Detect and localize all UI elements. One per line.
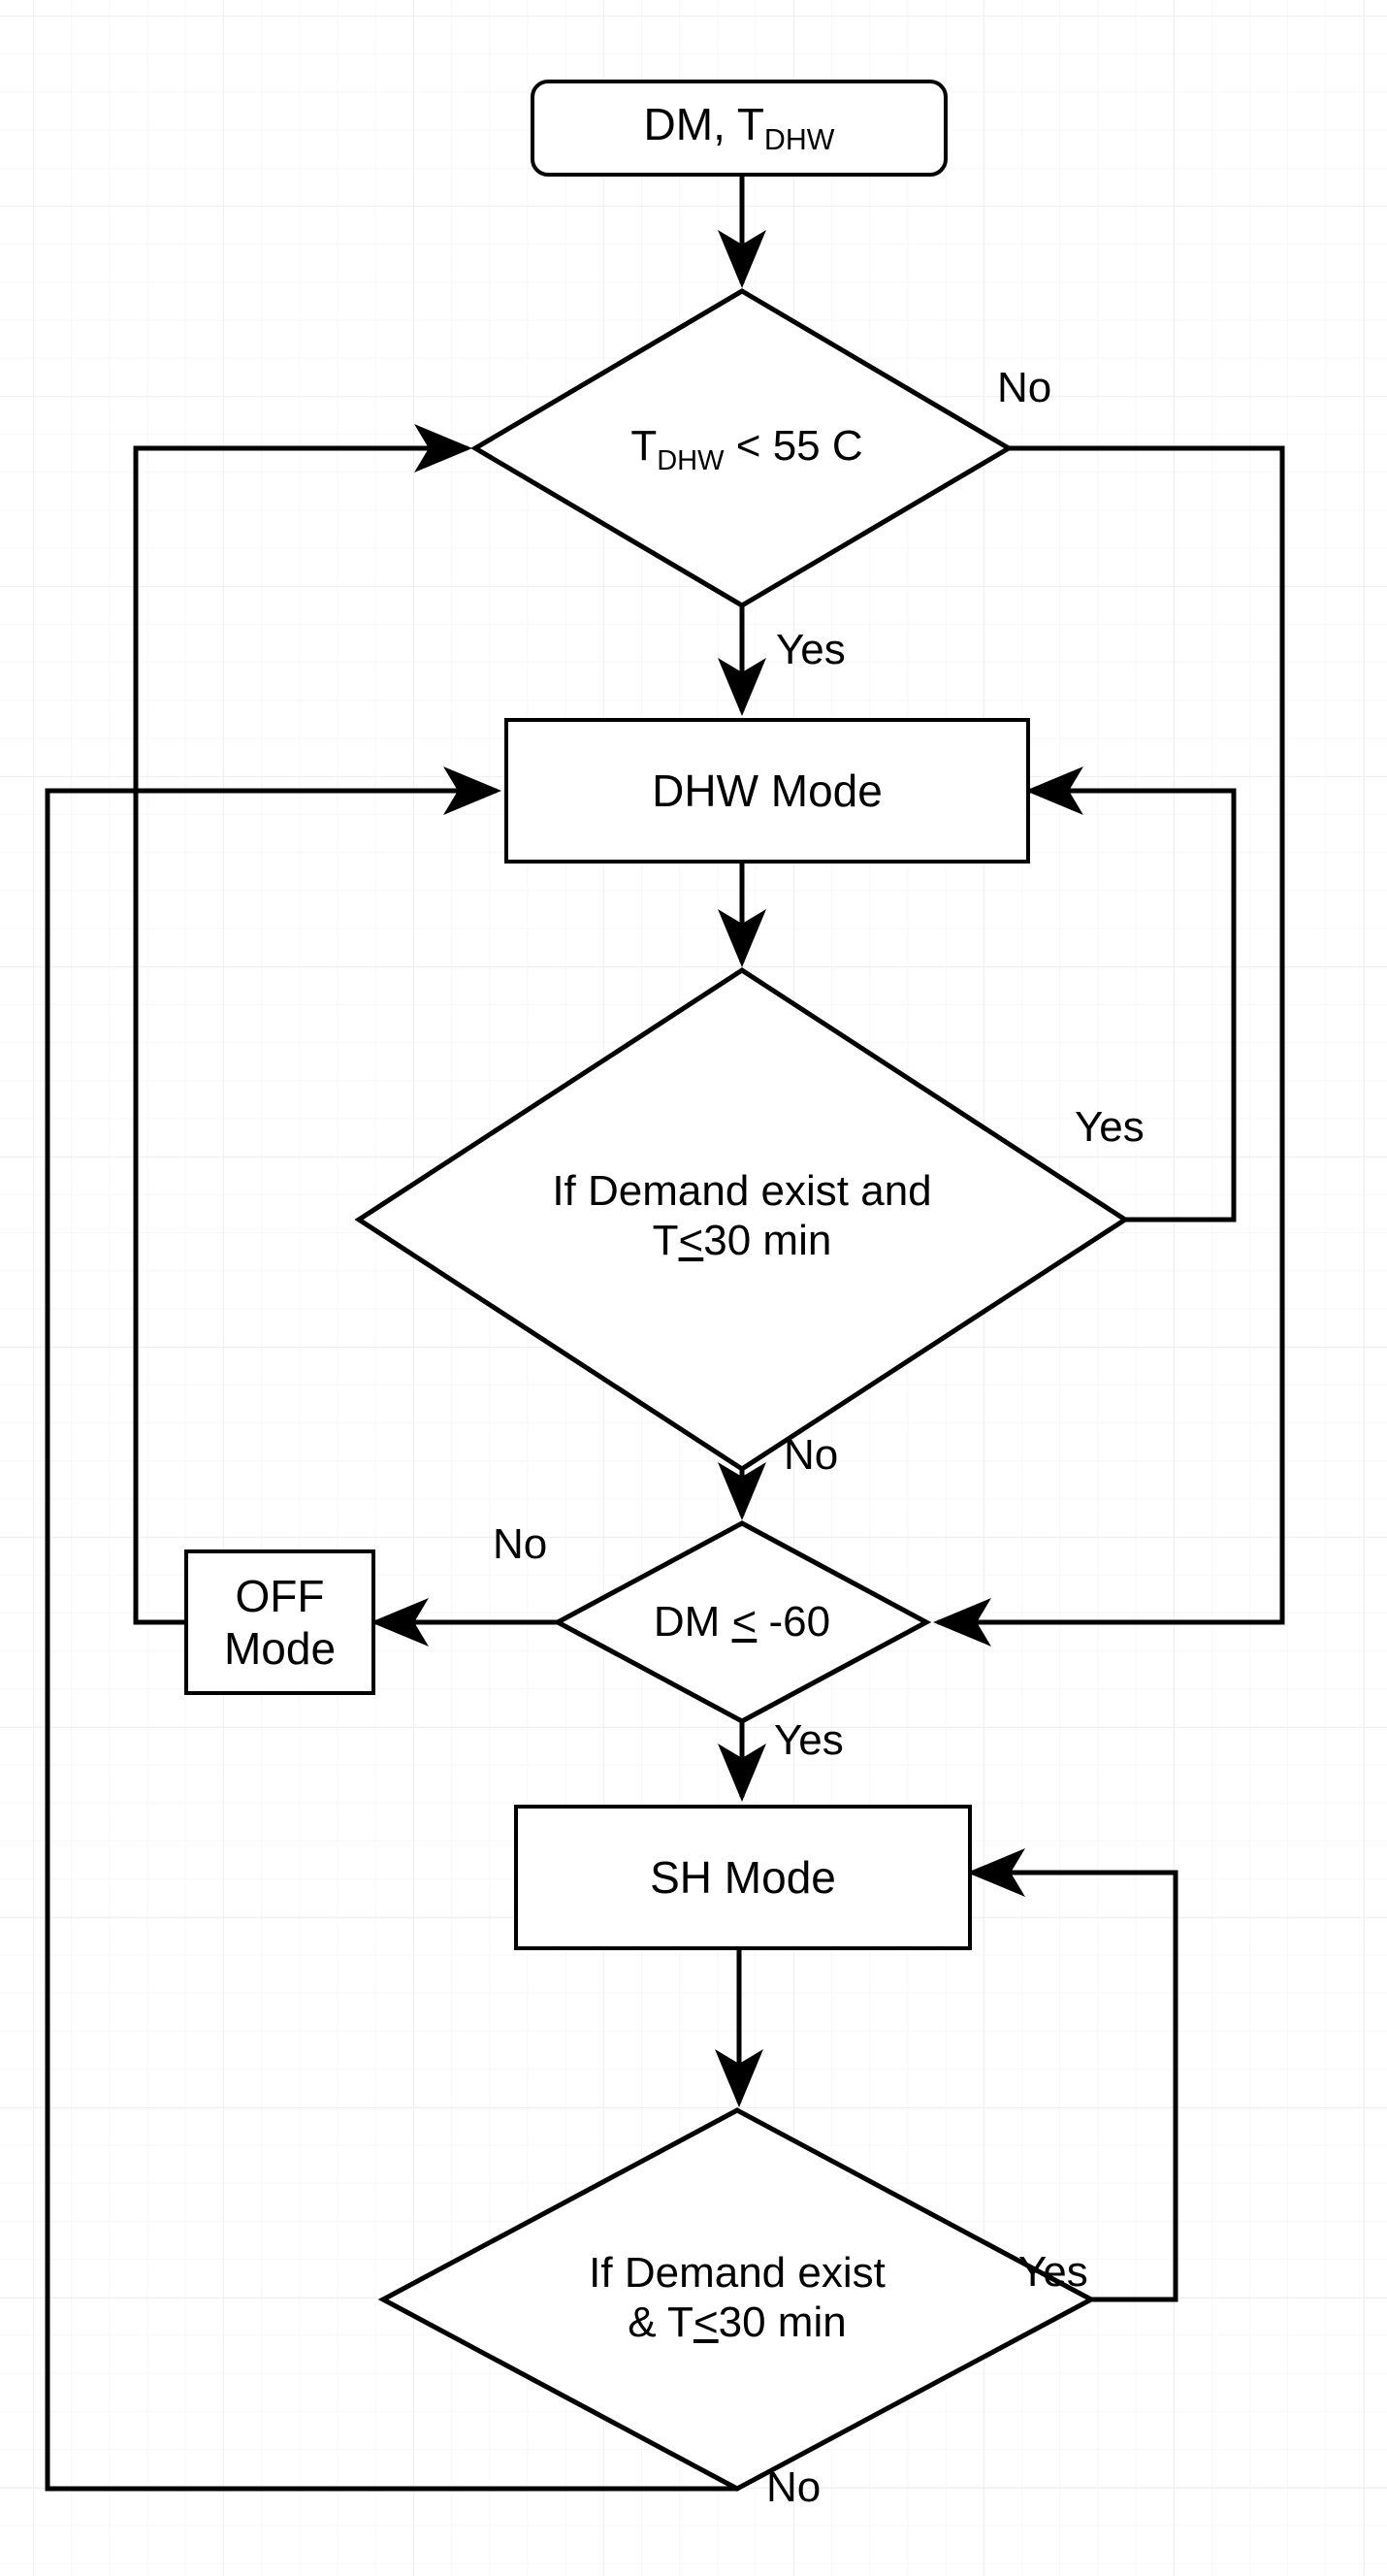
node-sh-mode[interactable]: SH Mode: [514, 1805, 972, 1950]
node-off-mode[interactable]: OFF Mode: [184, 1549, 375, 1695]
decision-shape-dm: [552, 1520, 932, 1724]
edge-label-dhw-demand-yes: Yes: [1075, 1103, 1145, 1151]
node-dhw-mode-label: DHW Mode: [652, 765, 883, 816]
decision-shape-sh-demand: [377, 2107, 1097, 2492]
node-start[interactable]: DM, TDHW: [531, 80, 948, 177]
node-sh-mode-label: SH Mode: [650, 1851, 836, 1903]
edge-sh-demand-yes-to-sh-mode: [967, 1848, 1178, 2302]
edge-label-dm-no: No: [493, 1520, 548, 1568]
node-start-label: DM, TDHW: [643, 99, 835, 157]
edge-dhw-temp-no-to-dm: [933, 445, 1285, 1647]
edge-label-dm-yes: Yes: [774, 1716, 844, 1764]
edge-label-dhw-temp-no: No: [997, 364, 1052, 411]
edge-label-dhw-temp-yes: Yes: [776, 626, 846, 673]
node-start-subscript: DHW: [763, 124, 835, 157]
node-off-mode-line2: Mode: [223, 1623, 337, 1674]
decision-shape-dhw-temp: [470, 288, 1014, 608]
node-off-mode-line1: OFF: [235, 1570, 325, 1621]
node-dhw-mode[interactable]: DHW Mode: [504, 718, 1030, 864]
edge-label-sh-demand-no: No: [766, 2463, 822, 2511]
edge-sh-demand-no-to-dhw-mode: [45, 766, 737, 2492]
edge-off-mode-to-dhw-temp: [133, 424, 472, 1625]
edge-dhw-demand-yes-to-dhw-mode: [1025, 766, 1237, 1223]
edge-label-sh-demand-yes: Yes: [1018, 2248, 1088, 2296]
edge-label-dhw-demand-no: No: [784, 1431, 839, 1479]
decision-shape-dhw-demand: [354, 967, 1130, 1472]
